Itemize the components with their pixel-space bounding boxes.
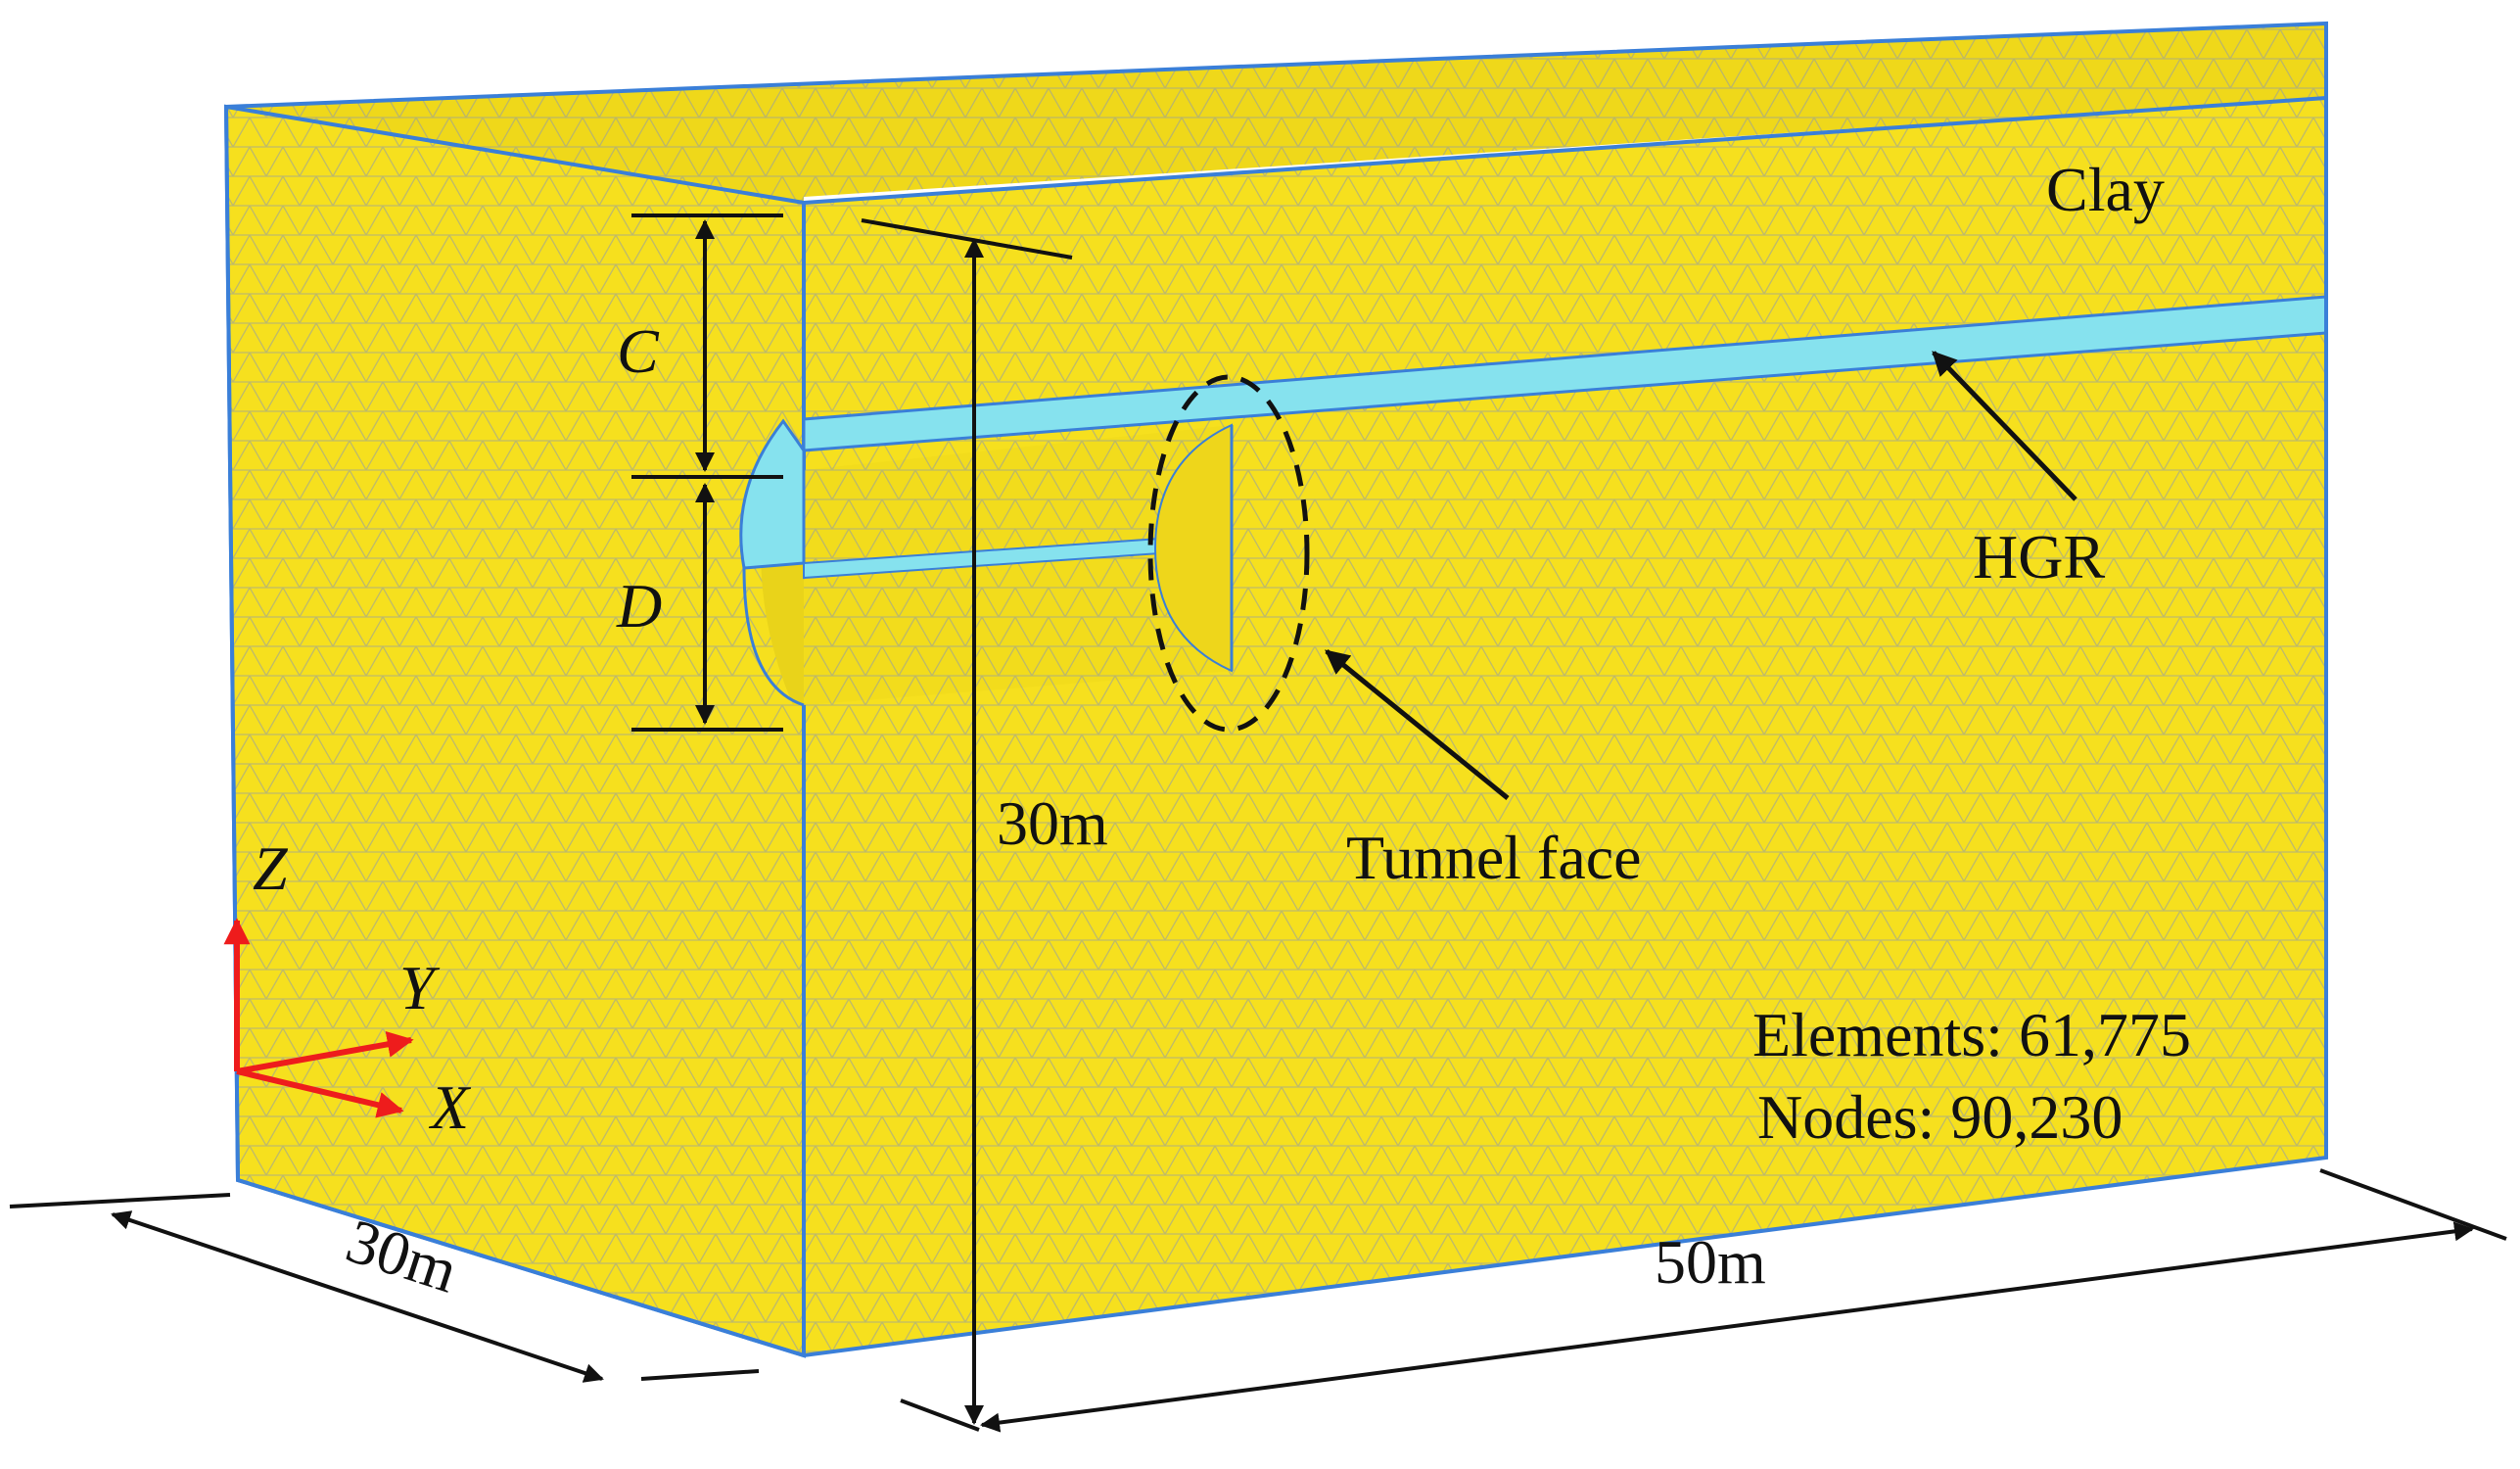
width-dimension <box>9 1193 760 1383</box>
axis-x-label: X <box>428 1072 472 1142</box>
grout-ring-label: HGR <box>1973 522 2105 592</box>
coordinate-axes <box>223 918 414 1118</box>
model-front-face <box>804 98 2326 1355</box>
tunnel-face-surface <box>1153 423 1234 673</box>
tunnel-face-label: Tunnel face <box>1346 823 1642 892</box>
length-label: 50m <box>1655 1227 1766 1297</box>
height-dimension <box>861 218 1073 1432</box>
axis-y-label: Y <box>399 953 441 1022</box>
diameter-label: D <box>616 571 662 640</box>
axis-z-label: Z <box>253 833 289 903</box>
height-label: 30m <box>997 788 1108 858</box>
tunnel-face-highlight <box>1147 374 1310 733</box>
cover-dimension <box>631 213 783 732</box>
cover-label: C <box>617 316 660 386</box>
hgr-leader <box>1932 351 2077 501</box>
hgr-band <box>739 295 2328 707</box>
material-label: Clay <box>2046 155 2165 224</box>
nodes-count: Nodes: 90,230 <box>1757 1082 2123 1152</box>
model-left-face <box>226 107 804 1355</box>
tunnel-face-leader <box>1325 649 1510 800</box>
model-top-face <box>226 24 2326 203</box>
tunnel-interior <box>761 425 1232 705</box>
elements-count: Elements: 61,775 <box>1752 1000 2191 1069</box>
length-dimension <box>980 1168 2507 1433</box>
